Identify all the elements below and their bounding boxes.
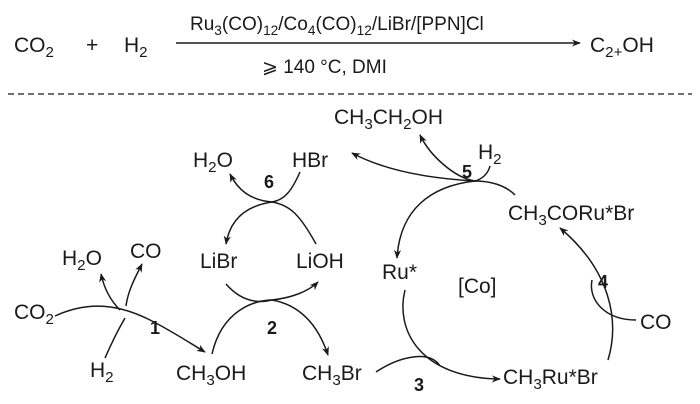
step6-lioh-inlet [271,201,317,245]
step-number-5: 5 [462,162,472,182]
step5-hbr-arrow [351,152,476,182]
equation-reactant-co2: CO2​ [14,34,54,61]
step-number-6: 6 [264,172,274,192]
species-h2o-top: H2​O [193,149,233,176]
species-libr: LiBr [200,250,237,273]
species-h2o-left: H2​O [62,247,102,274]
step5-h2-inlet [474,165,491,182]
species-ch3oh: CH3​OH [176,362,246,389]
species-ch3coru-br: CH3​CORu*Br [508,202,634,229]
species-co-complex: [Co] [458,275,497,298]
step5-ethanol-arrow [419,134,476,182]
step1-h2o-out-arrow [99,273,121,311]
step5-ru-arrow [393,180,476,259]
step3-ch3br-inlet [375,355,441,373]
species-lioh: LiOH [296,250,344,273]
step2-lioh-arrow [271,281,319,301]
equation-plus: + [86,34,98,57]
species-ru-star: Ru* [382,261,417,284]
species-h2-left: H2​ [90,359,114,386]
step2-libr-inlet [225,283,273,303]
species-co-left: CO [130,240,162,263]
step4-co-inlet [590,279,637,321]
step6-h2o-arrow [229,173,273,203]
step6-hbr-inlet [271,171,301,203]
step-number-1: 1 [150,318,160,338]
species-ch3ru-br: CH3​Ru*Br [503,366,598,393]
step-number-3: 3 [414,375,424,395]
step-number-2: 2 [267,318,277,338]
species-hbr: HBr [292,149,328,172]
species-ethanol: CH3​CH2​OH [334,106,443,133]
equation-reactant-h2: H2​ [124,34,148,61]
step3-arrow [402,289,501,383]
step2-ch3oh-inlet [211,299,273,355]
step5-acyl-inlet [474,180,516,196]
step1-main-arrow [54,305,206,353]
step1-co-out-arrow [125,263,143,307]
species-h2-top: H2​ [478,141,502,168]
species-co-right: CO [640,311,672,334]
species-co2: CO2​ [14,301,54,328]
step2-ch3br-arrow [271,299,329,356]
step1-h2-inlet [104,317,126,359]
equation-product: C2+​OH [590,34,654,61]
step6-libr-arrow [223,201,273,245]
species-ch3br: CH3​Br [302,362,362,389]
step4-arrow [559,227,614,361]
equation-catalyst: Ru3​(CO)12​/Co4​(CO)12​/LiBr/[PPN]Cl [190,14,484,38]
equation-condition: ⩾ 140 °C, DMI [262,57,387,78]
